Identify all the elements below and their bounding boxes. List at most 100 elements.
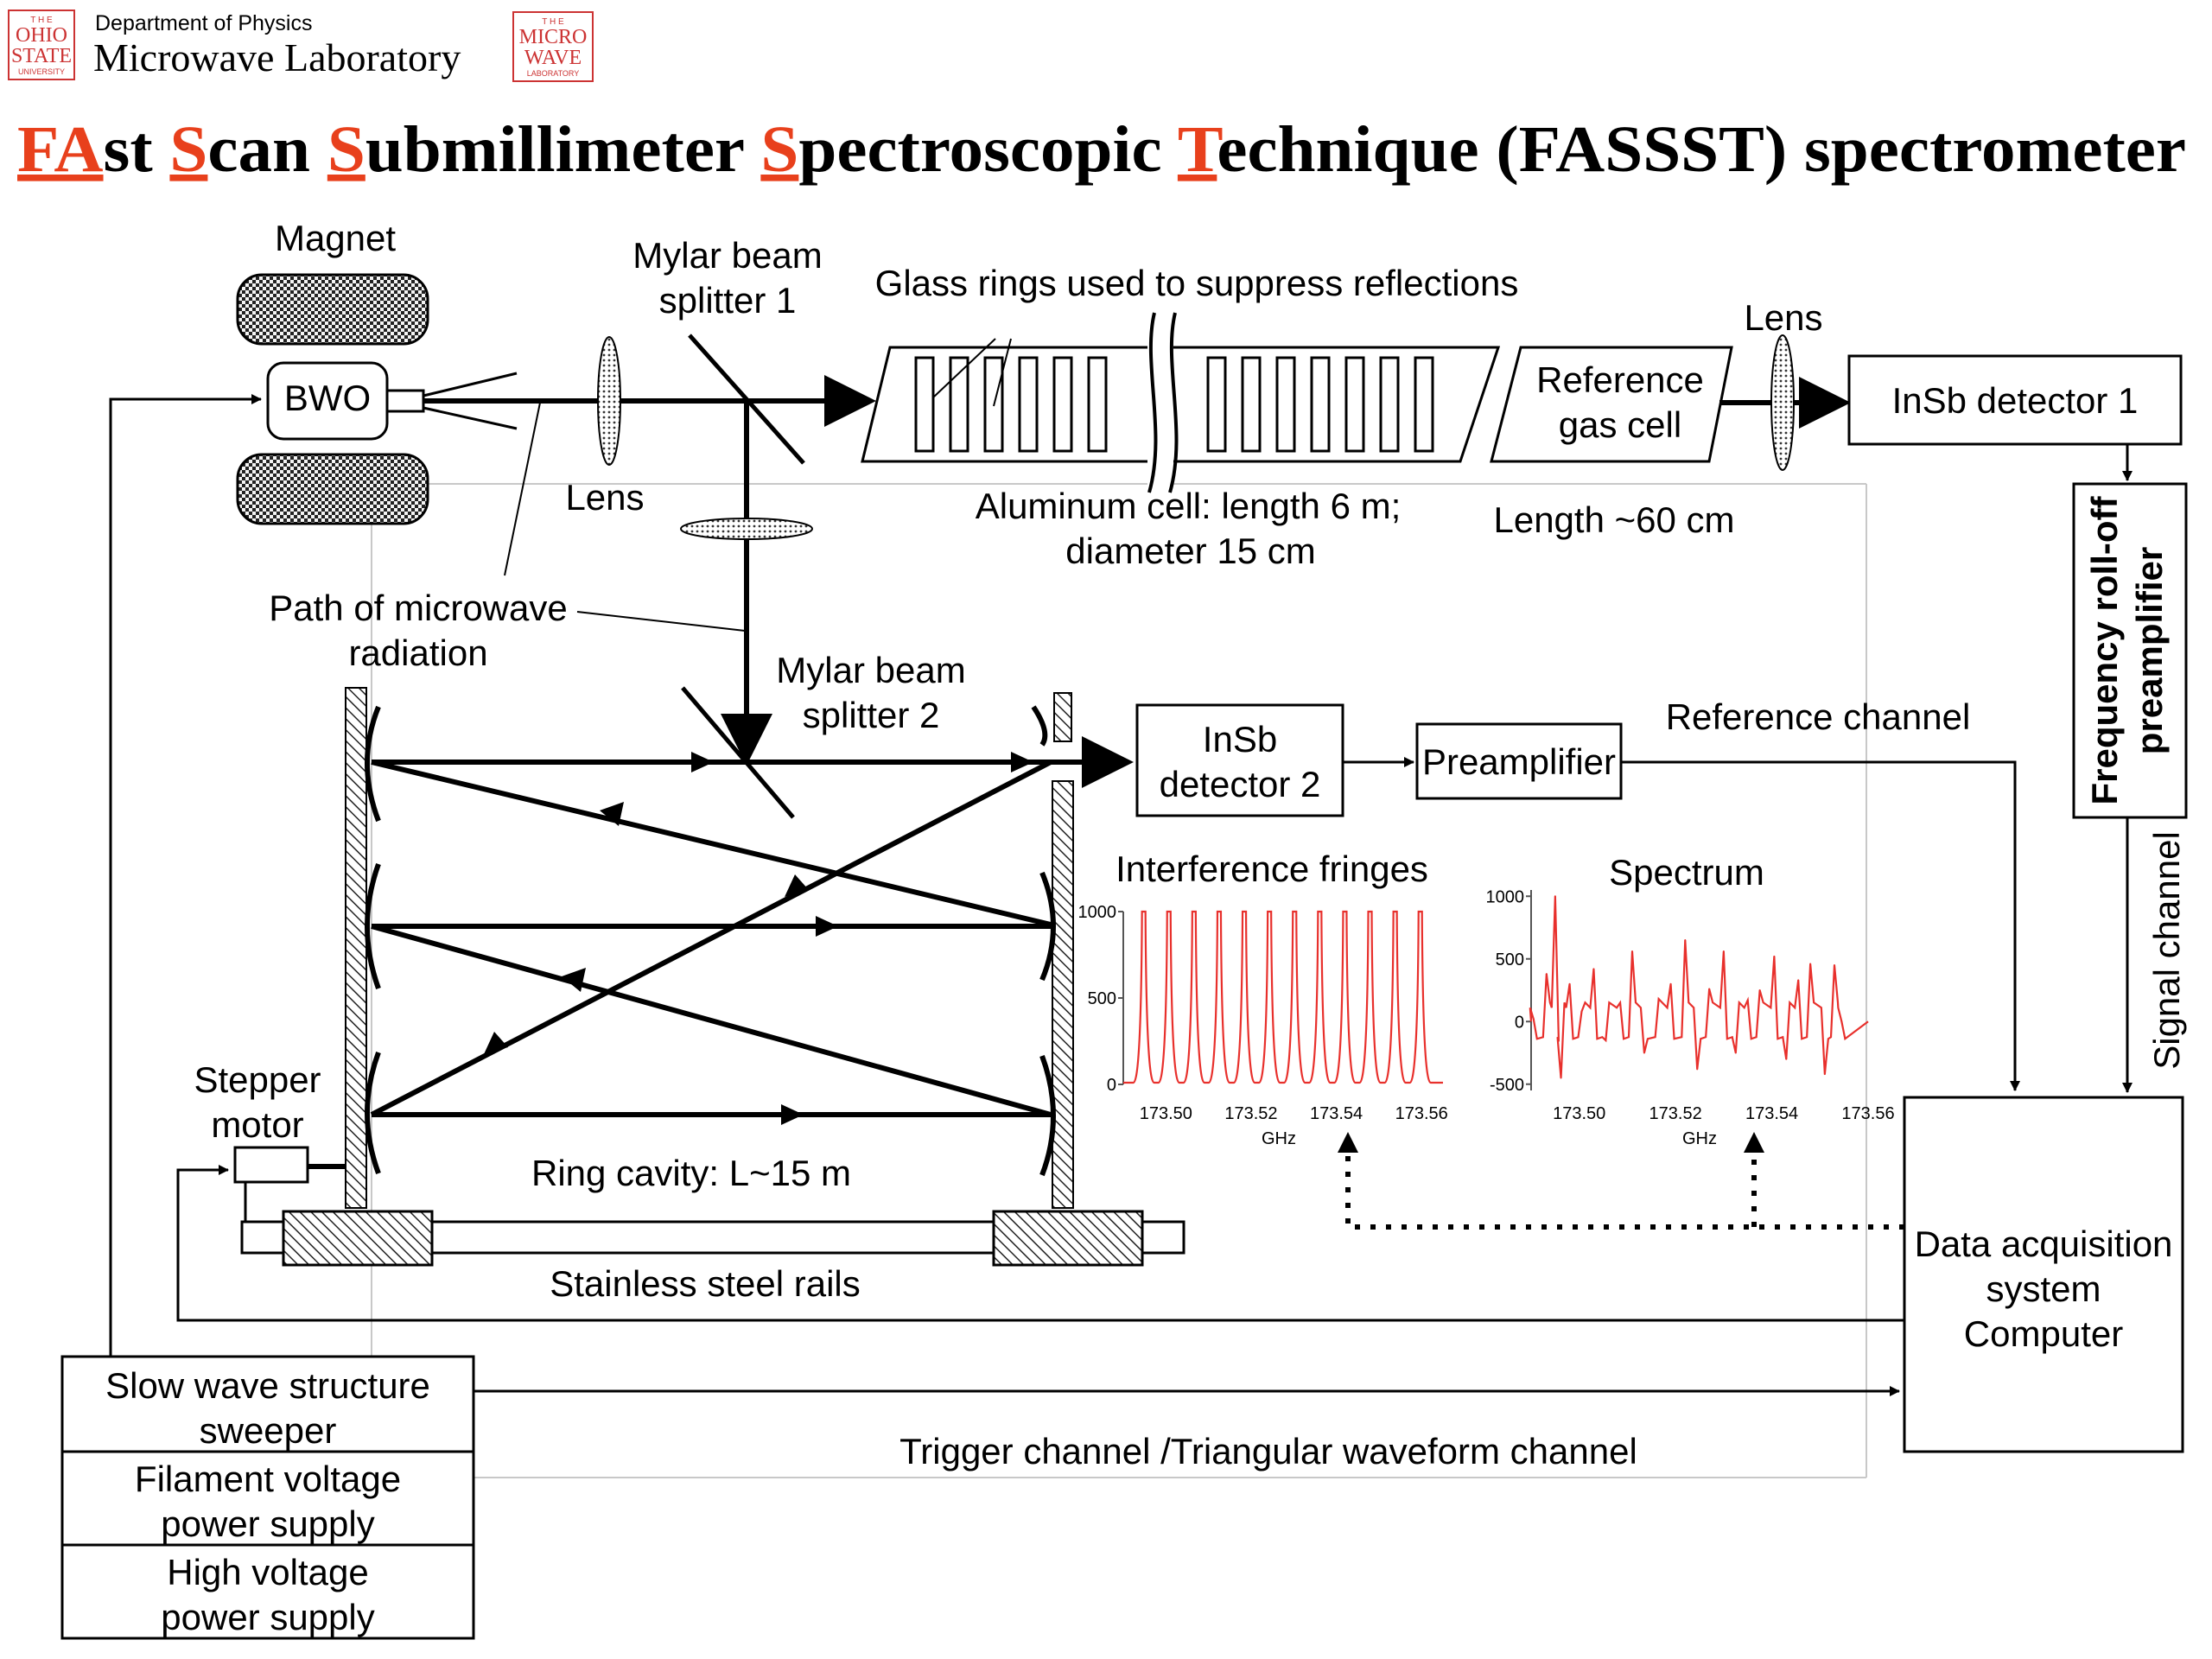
stepper-base bbox=[244, 1182, 283, 1224]
y-tick-label: 0 bbox=[1515, 1013, 1524, 1032]
cell-break-mark bbox=[1147, 311, 1179, 493]
x-tick-label: 173.56 bbox=[1841, 1104, 1894, 1123]
rails-label: Stainless steel rails bbox=[550, 1263, 860, 1304]
hv-box bbox=[60, 1543, 475, 1640]
x-tick-label: 173.52 bbox=[1224, 1104, 1277, 1123]
reference-channel-label: Reference channel bbox=[1666, 696, 1971, 737]
lens-left-label: Lens bbox=[565, 477, 644, 518]
cavity-arrowheads bbox=[484, 752, 1033, 1125]
chart-trigger-dotted bbox=[1345, 1151, 1904, 1230]
microwave-lab-logo: T H E MICRO WAVE LABORATORY bbox=[512, 11, 594, 82]
logo-left-line-1: OHIO bbox=[16, 24, 67, 47]
logo-right-line-2: WAVE bbox=[524, 47, 582, 69]
y-tick-label: 0 bbox=[1107, 1076, 1116, 1095]
x-tick-label: 173.54 bbox=[1745, 1104, 1798, 1123]
daq-to-stepper-line bbox=[176, 1165, 1904, 1322]
path-pointers bbox=[504, 402, 746, 632]
freq-rolloff-box bbox=[2072, 482, 2188, 819]
title-part-7: pectroscopic bbox=[798, 113, 1178, 186]
page-title: FAst Scan Submillimeter Spectroscopic Te… bbox=[17, 113, 2186, 186]
x-axis-label: GHz bbox=[1682, 1129, 1717, 1148]
trigger-channel-label: Trigger channel /Triangular waveform cha… bbox=[899, 1431, 1637, 1471]
rail-carriage-left bbox=[282, 1210, 434, 1267]
daq-box bbox=[1903, 1096, 2184, 1453]
spectrum-chart-title: Spectrum bbox=[1609, 852, 1764, 893]
glass-rings-pointer bbox=[932, 338, 1012, 407]
sweeper-label-line-0: Slow wave structure bbox=[105, 1365, 430, 1406]
bwo-horn bbox=[385, 372, 518, 430]
magnet-label: Magnet bbox=[275, 218, 396, 258]
lens-right bbox=[1770, 334, 1795, 471]
x-tick-label: 173.50 bbox=[1553, 1104, 1605, 1123]
cavity-beams bbox=[370, 736, 1134, 1117]
lab-name: Microwave Laboratory bbox=[93, 35, 461, 79]
ohio-state-logo: T H E OHIO STATE UNIVERSITY bbox=[8, 10, 75, 80]
insb-detector-1-label: InSb detector 1 bbox=[1892, 380, 2139, 421]
hv-label-line-0: High voltage bbox=[167, 1552, 368, 1592]
y-tick-label: 1000 bbox=[1078, 903, 1117, 922]
reference-channel-line bbox=[1621, 760, 2020, 1091]
lens-right-label: Lens bbox=[1744, 297, 1822, 338]
title-part-8: T bbox=[1178, 113, 1223, 186]
freq-rolloff-label-line-0: Frequency roll-off bbox=[2084, 495, 2125, 804]
lens-vertical bbox=[680, 518, 813, 540]
glass-rings-label: Glass rings used to suppress reflections bbox=[875, 263, 1519, 303]
insb-detector-2-box bbox=[1135, 703, 1344, 817]
series-line bbox=[1529, 896, 1869, 1078]
logo-left-line-0: T H E bbox=[30, 16, 53, 25]
preamplifier-label: Preamplifier bbox=[1422, 741, 1616, 782]
title-part-3: can bbox=[207, 113, 327, 186]
title-part-9: echnique (FASSST) spectrometer bbox=[1217, 113, 2186, 186]
cavity-mirrors bbox=[365, 705, 1056, 1177]
title-part-6: S bbox=[760, 113, 798, 186]
x-tick-label: 173.50 bbox=[1140, 1104, 1192, 1123]
stepper-label-line-1: motor bbox=[211, 1104, 303, 1145]
cavity-right-wall-top bbox=[1053, 692, 1072, 742]
x-tick-label: 173.56 bbox=[1395, 1104, 1448, 1123]
freq-rolloff-label-line-1: preamplifier bbox=[2129, 547, 2170, 754]
series-line bbox=[1123, 910, 1443, 1084]
sweeper-to-bwo-line bbox=[109, 394, 262, 1357]
hv-label-line-1: power supply bbox=[161, 1597, 374, 1637]
chart-trigger-arrowheads bbox=[1338, 1132, 1764, 1153]
mylar-1-label-line-1: splitter 1 bbox=[659, 280, 797, 321]
logo-right-line-1: MICRO bbox=[519, 26, 588, 48]
signal-channel-label: Signal channel bbox=[2146, 831, 2187, 1070]
cavity-right-wall bbox=[1052, 780, 1074, 1209]
daq-label-line-1: system bbox=[1986, 1268, 2101, 1309]
title-part-1: st bbox=[104, 113, 170, 186]
reference-gas-cell bbox=[1490, 346, 1733, 463]
aluminum-cell-label-line-0: Aluminum cell: length 6 m; bbox=[976, 486, 1402, 526]
bwo-label: BWO bbox=[284, 378, 371, 418]
sweeper-box bbox=[60, 1355, 475, 1453]
glass-rings-right bbox=[1206, 356, 1434, 453]
stepper-label-line-0: Stepper bbox=[194, 1059, 321, 1100]
path-label-line-1: radiation bbox=[348, 632, 487, 673]
logo-right-line-3: LABORATORY bbox=[527, 69, 580, 78]
y-tick-label: 500 bbox=[1496, 950, 1524, 969]
x-axis-label: GHz bbox=[1262, 1129, 1296, 1148]
mylar-splitter-1 bbox=[688, 334, 805, 465]
glass-rings-left bbox=[914, 356, 1108, 453]
daq-label-line-0: Data acquisition bbox=[1915, 1224, 2173, 1264]
magnet-top bbox=[236, 273, 429, 346]
y-tick-label: 500 bbox=[1088, 989, 1116, 1008]
insb-detector-2-label-line-1: detector 2 bbox=[1160, 764, 1321, 804]
stepper-motor bbox=[233, 1146, 309, 1184]
title-part-5: ubmillimeter bbox=[365, 113, 761, 186]
filament-label-line-0: Filament voltage bbox=[135, 1459, 401, 1499]
logo-right-line-0: T H E bbox=[542, 17, 564, 27]
logo-left-line-3: UNIVERSITY bbox=[18, 67, 65, 76]
y-tick-label: -500 bbox=[1490, 1076, 1524, 1095]
rail-carriage-right bbox=[992, 1210, 1144, 1267]
daq-label-line-2: Computer bbox=[1964, 1313, 2123, 1354]
reference-length-label: Length ~60 cm bbox=[1493, 499, 1734, 540]
insb-detector-2-label-line-0: InSb bbox=[1203, 719, 1277, 760]
path-label-line-0: Path of microwave bbox=[269, 588, 567, 628]
x-tick-label: 173.54 bbox=[1310, 1104, 1363, 1123]
title-part-0: FA bbox=[17, 113, 104, 186]
sweeper-label-line-1: sweeper bbox=[200, 1410, 337, 1451]
